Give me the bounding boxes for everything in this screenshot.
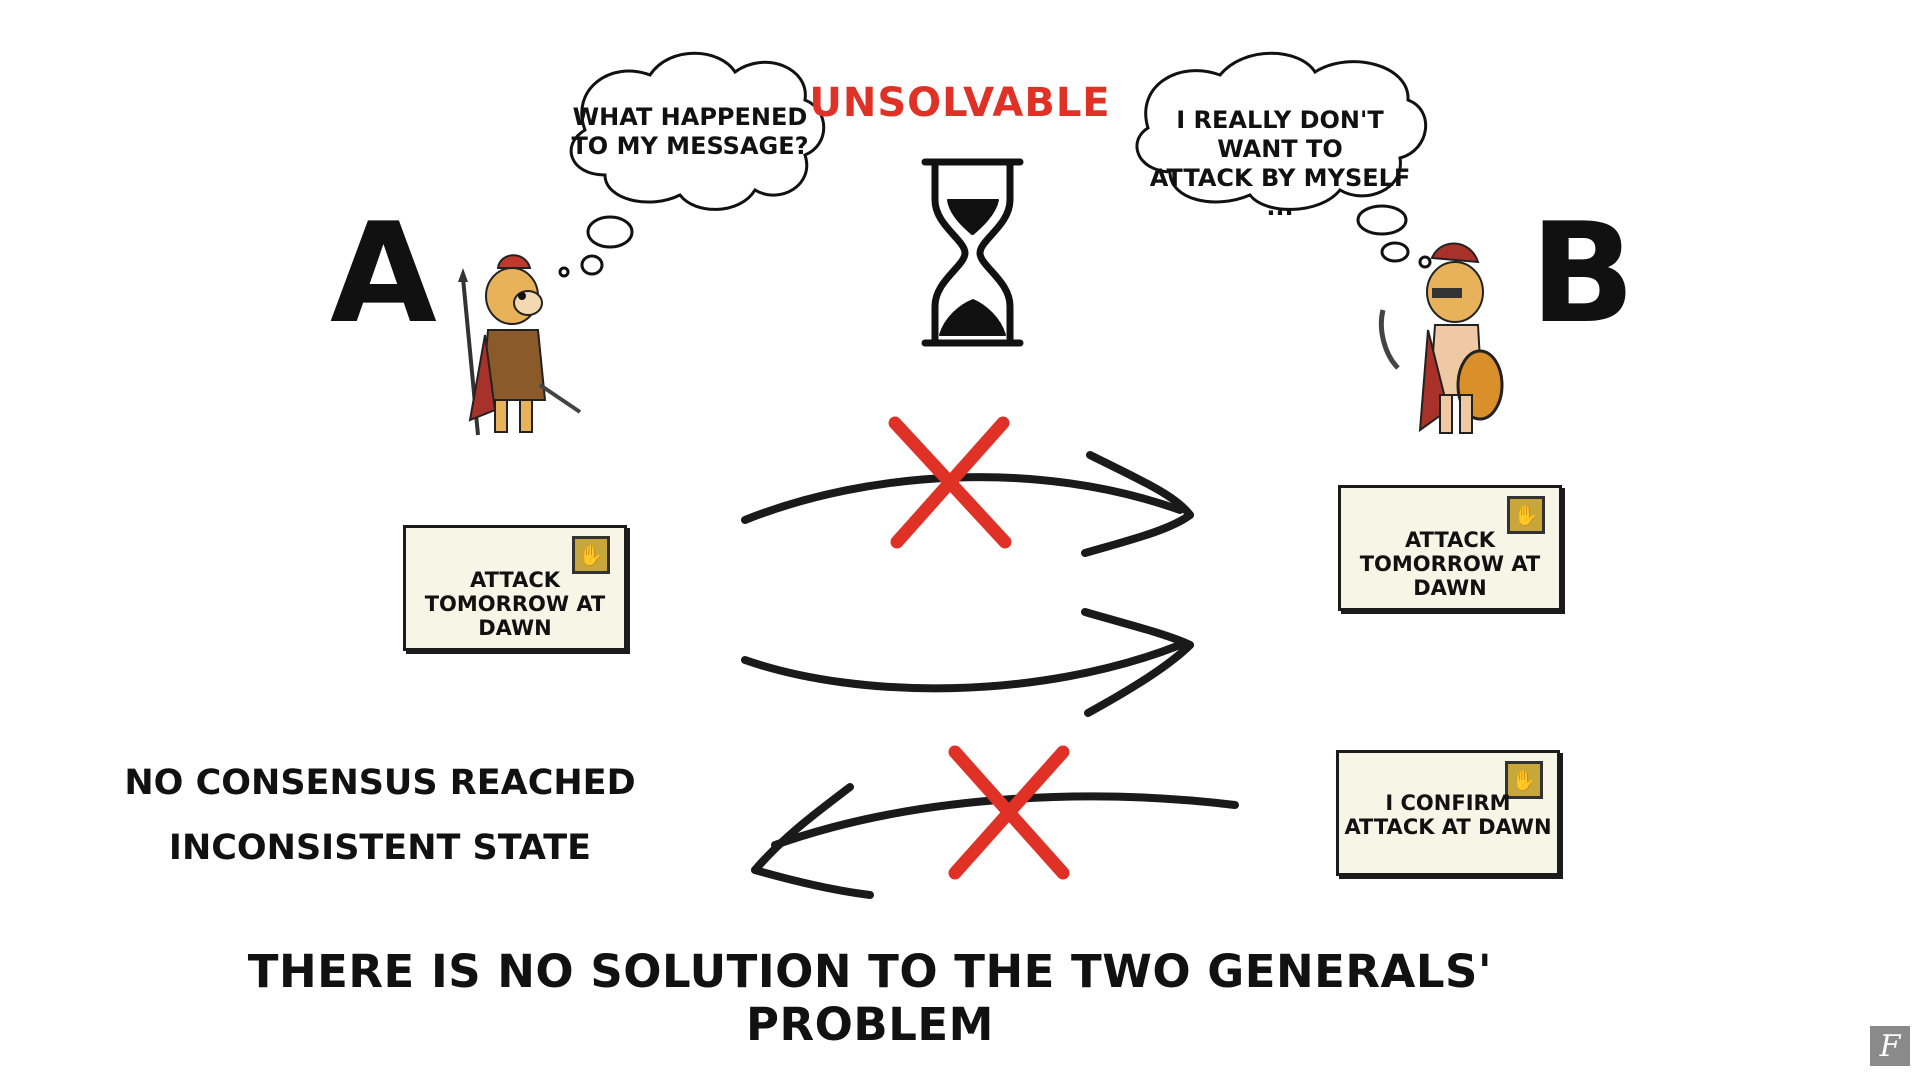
arrow-a-to-b-delivered bbox=[741, 608, 1194, 717]
stamp-icon: ✋ bbox=[572, 536, 610, 574]
thought-a-line2: TO MY MESSAGE? bbox=[571, 132, 809, 160]
envelope-line1: I CONFIRM bbox=[1385, 791, 1511, 815]
thought-b-line2: ATTACK BY MYSELF ... bbox=[1149, 164, 1411, 221]
thought-text-a: WHAT HAPPENED TO MY MESSAGE? bbox=[570, 103, 810, 161]
envelope-line2: TOMORROW AT DAWN bbox=[1359, 552, 1541, 600]
hourglass-icon bbox=[921, 158, 1024, 347]
thought-text-b: I REALLY DON'T WANT TO ATTACK BY MYSELF … bbox=[1135, 106, 1425, 222]
thought-cloud-b bbox=[1135, 51, 1432, 269]
envelope-line2: ATTACK AT DAWN bbox=[1344, 815, 1552, 839]
red-x-icon bbox=[888, 416, 1012, 549]
thought-cloud-a bbox=[558, 51, 826, 278]
envelope-text: ATTACK TOMORROW AT DAWN bbox=[406, 568, 624, 640]
general-a-label: A bbox=[330, 193, 437, 354]
general-a-figure bbox=[458, 254, 582, 436]
conclusion-text: THERE IS NO SOLUTION TO THE TWO GENERALS… bbox=[247, 945, 1493, 1051]
envelope-line1: ATTACK bbox=[469, 568, 561, 592]
sent-message-envelope: ✋ ATTACK TOMORROW AT DAWN bbox=[403, 525, 627, 651]
thought-b-line1: I REALLY DON'T WANT TO bbox=[1176, 106, 1384, 163]
envelope-line1: ATTACK bbox=[1404, 528, 1496, 552]
received-message-envelope: ✋ ATTACK TOMORROW AT DAWN bbox=[1338, 485, 1562, 611]
f-logo-icon: F bbox=[1870, 1026, 1910, 1066]
thought-a-line1: WHAT HAPPENED bbox=[572, 103, 808, 131]
no-consensus-text: NO CONSENSUS REACHED bbox=[124, 763, 636, 803]
envelope-text: I CONFIRM ATTACK AT DAWN bbox=[1339, 791, 1557, 839]
stamp-icon: ✋ bbox=[1507, 496, 1545, 534]
envelope-line2: TOMORROW AT DAWN bbox=[424, 592, 606, 640]
status-title: UNSOLVABLE bbox=[809, 80, 1111, 126]
general-b-figure bbox=[1378, 242, 1504, 434]
stamp-icon: ✋ bbox=[1505, 761, 1543, 799]
envelope-text: ATTACK TOMORROW AT DAWN bbox=[1341, 528, 1559, 600]
confirmation-envelope: ✋ I CONFIRM ATTACK AT DAWN bbox=[1336, 750, 1560, 876]
inconsistent-state-text: INCONSISTENT STATE bbox=[168, 828, 592, 868]
red-x-icon bbox=[948, 745, 1070, 880]
general-b-label: B bbox=[1530, 193, 1636, 354]
